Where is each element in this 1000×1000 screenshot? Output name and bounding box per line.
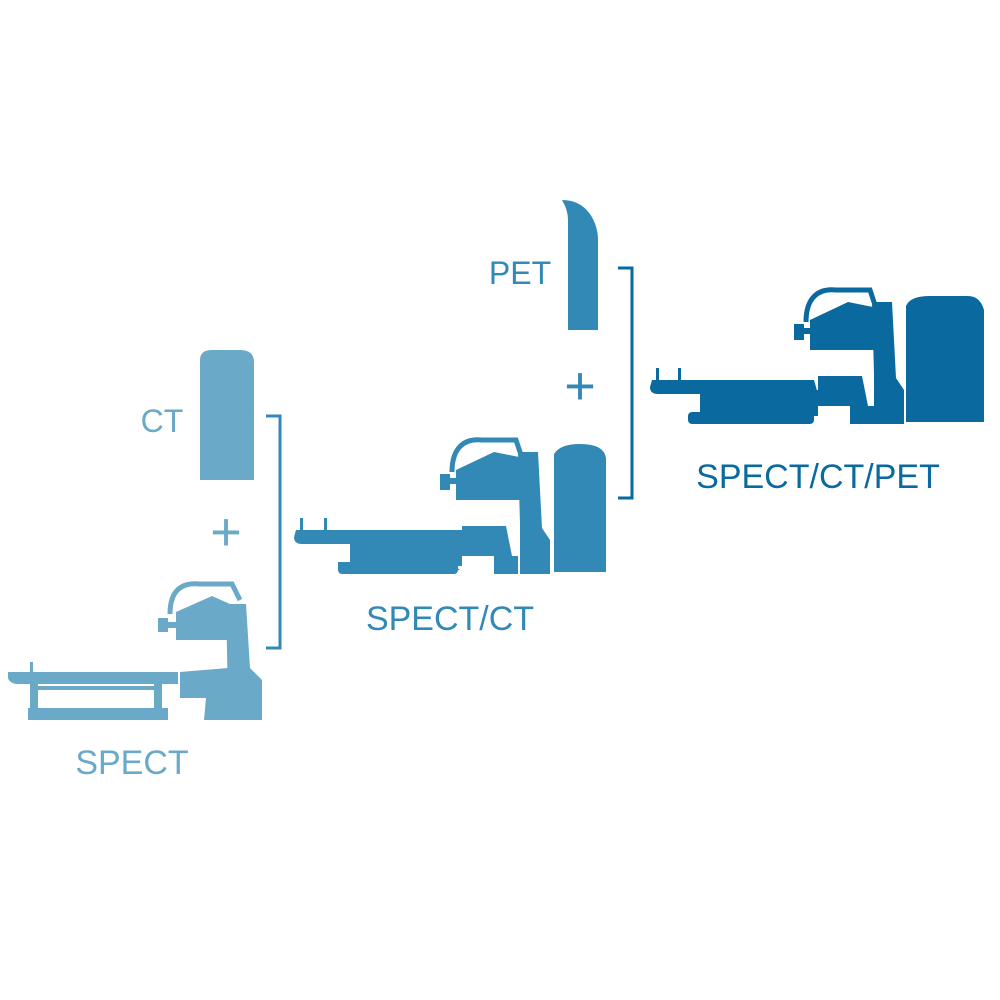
- ct-scanner-icon: [200, 350, 254, 480]
- spect-ct-pet-label: SPECT/CT/PET: [696, 458, 940, 496]
- pet-scanner-icon: [562, 200, 598, 330]
- spect-ct-label: SPECT/CT: [366, 600, 534, 638]
- combination-bracket-spect-ct: [266, 414, 282, 650]
- plus-sign-pet: +: [564, 356, 596, 416]
- combination-bracket-spect-ct-pet: [618, 266, 634, 500]
- ct-label: CT: [141, 403, 184, 439]
- spect-label: SPECT: [75, 744, 188, 782]
- spect-scanner-icon: [8, 581, 262, 720]
- pet-label: PET: [489, 255, 551, 291]
- spect-ct-scanner-icon: [294, 437, 606, 574]
- plus-sign-ct: +: [210, 502, 242, 562]
- spect-ct-pet-scanner-icon: [650, 287, 984, 424]
